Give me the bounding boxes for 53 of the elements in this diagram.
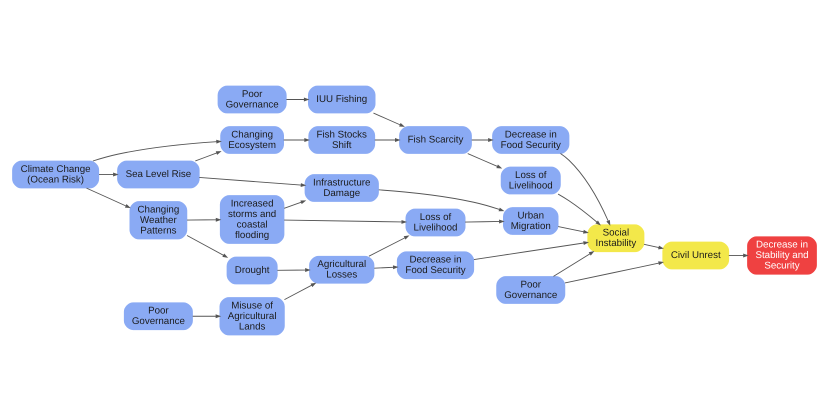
node-box: Agricultural Losses xyxy=(309,255,374,284)
node-box: Fish Scarcity xyxy=(399,126,472,154)
arrow xyxy=(276,268,311,272)
arrow xyxy=(467,152,502,168)
node-box: Misuse of Agricultural Lands xyxy=(220,296,285,335)
arrow xyxy=(378,188,504,211)
node-box: Urban Migration xyxy=(503,206,558,234)
arrow xyxy=(553,250,594,276)
arrow xyxy=(284,282,316,300)
arrow xyxy=(198,176,306,186)
arrow xyxy=(284,200,306,208)
node-box: Decrease in Food Security xyxy=(396,250,474,279)
arrow xyxy=(368,234,410,256)
arrow xyxy=(284,219,408,224)
arrow xyxy=(474,240,590,260)
arrow xyxy=(728,253,749,257)
node-box: Drought xyxy=(226,256,278,284)
node-box: Changing Ecosystem xyxy=(220,126,284,154)
arrow xyxy=(558,193,601,226)
arrow xyxy=(558,226,589,234)
arrow xyxy=(192,314,222,318)
arrow xyxy=(471,138,494,142)
node-box: Poor Governance xyxy=(218,85,287,113)
node-box: Loss of Livelihood xyxy=(500,166,561,194)
arrow xyxy=(92,139,222,161)
arrow xyxy=(186,217,222,222)
arrow xyxy=(186,234,228,258)
arrow xyxy=(86,187,131,208)
node-box: Civil Unrest xyxy=(662,241,730,269)
arrow xyxy=(464,219,505,223)
arrow xyxy=(98,172,119,176)
arrow xyxy=(560,152,610,226)
arrow xyxy=(374,138,401,142)
node-box: Poor Governance xyxy=(124,302,193,330)
node-box: Loss of Livelihood xyxy=(406,208,466,236)
node-box: Increased storms and coastal flooding xyxy=(220,194,284,244)
node-box: Infrastructure Damage xyxy=(304,174,379,202)
node-box: Climate Change (Ocean Risk) xyxy=(12,160,100,188)
arrow xyxy=(373,112,405,126)
arrow xyxy=(194,150,222,161)
arrow xyxy=(286,97,310,101)
arrow xyxy=(644,243,664,249)
node-box: Sea Level Rise xyxy=(117,160,200,188)
node-box: Social Instability xyxy=(587,224,644,252)
node-box: Poor Governance xyxy=(496,276,566,304)
node-box: Changing Weather Patterns xyxy=(130,200,188,239)
node-box: Decrease in Stability and Security xyxy=(747,236,817,274)
node-box: IUU Fishing xyxy=(308,85,376,113)
node-box: Fish Stocks Shift xyxy=(308,126,376,154)
arrow xyxy=(374,264,399,269)
node-box: Decrease in Food Security xyxy=(492,126,570,154)
arrow xyxy=(283,138,310,142)
arrow xyxy=(564,260,664,283)
